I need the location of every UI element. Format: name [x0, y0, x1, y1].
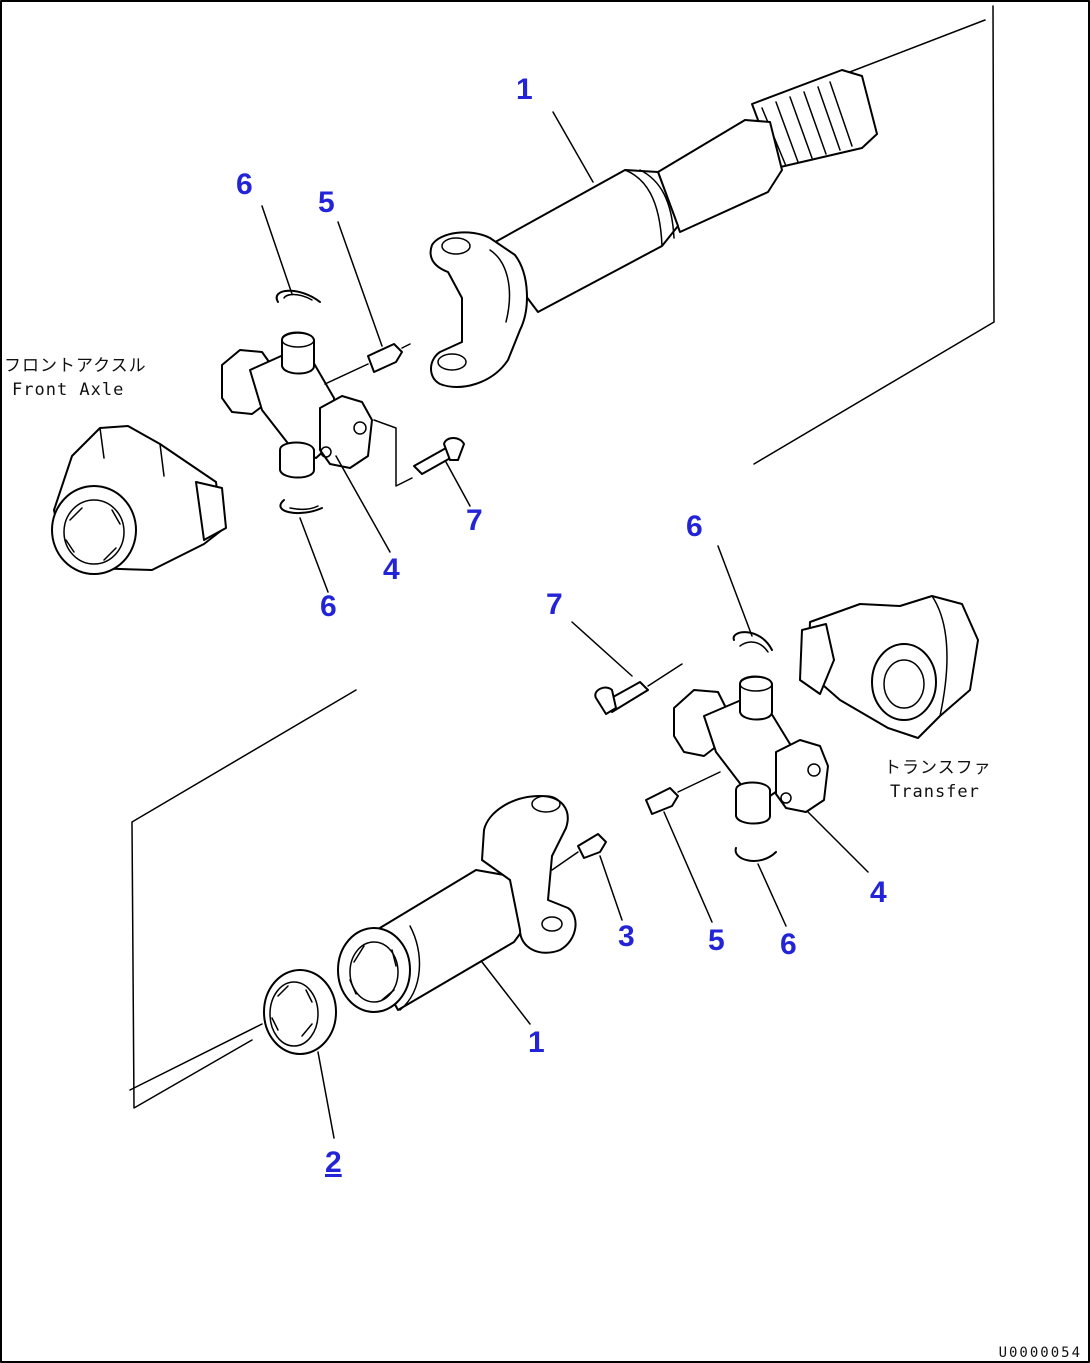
callout-part-7-upper[interactable]: 7 [466, 504, 483, 537]
universal-joint-lower [571, 545, 869, 927]
callout-part-5-upper[interactable]: 5 [318, 186, 335, 219]
callout-part-7-lower[interactable]: 7 [546, 588, 563, 621]
callout-part-6-transfer-upper[interactable]: 6 [686, 510, 703, 543]
front-axle-label-jp: フロントアクスル [4, 356, 147, 376]
front-axle-flange [51, 425, 227, 575]
callout-part-6-transfer-lower[interactable]: 6 [780, 928, 797, 961]
callout-part-1-lower[interactable]: 1 [528, 1026, 545, 1059]
drive-shaft-lower [131, 689, 623, 1109]
universal-joint-upper [221, 205, 471, 593]
drawing-code: U0000054 [998, 1345, 1082, 1361]
callout-part-6-lower-left[interactable]: 6 [320, 590, 337, 623]
transfer-label-jp: トランスファ [884, 758, 992, 778]
callout-part-2[interactable]: 2 [325, 1146, 342, 1179]
drive-shaft-upper [429, 5, 995, 465]
callout-part-4-upper[interactable]: 4 [383, 553, 400, 586]
transfer-flange [799, 595, 979, 739]
callout-part-6-upper[interactable]: 6 [236, 168, 253, 201]
callout-part-4-lower[interactable]: 4 [870, 876, 887, 909]
callout-part-1-upper[interactable]: 1 [516, 73, 533, 106]
transfer-label-en: Transfer [890, 782, 980, 802]
front-axle-label-en: Front Axle [12, 380, 125, 400]
seal-ring [129, 969, 337, 1139]
callout-part-3[interactable]: 3 [618, 920, 635, 953]
callout-part-5-lower[interactable]: 5 [708, 924, 725, 957]
